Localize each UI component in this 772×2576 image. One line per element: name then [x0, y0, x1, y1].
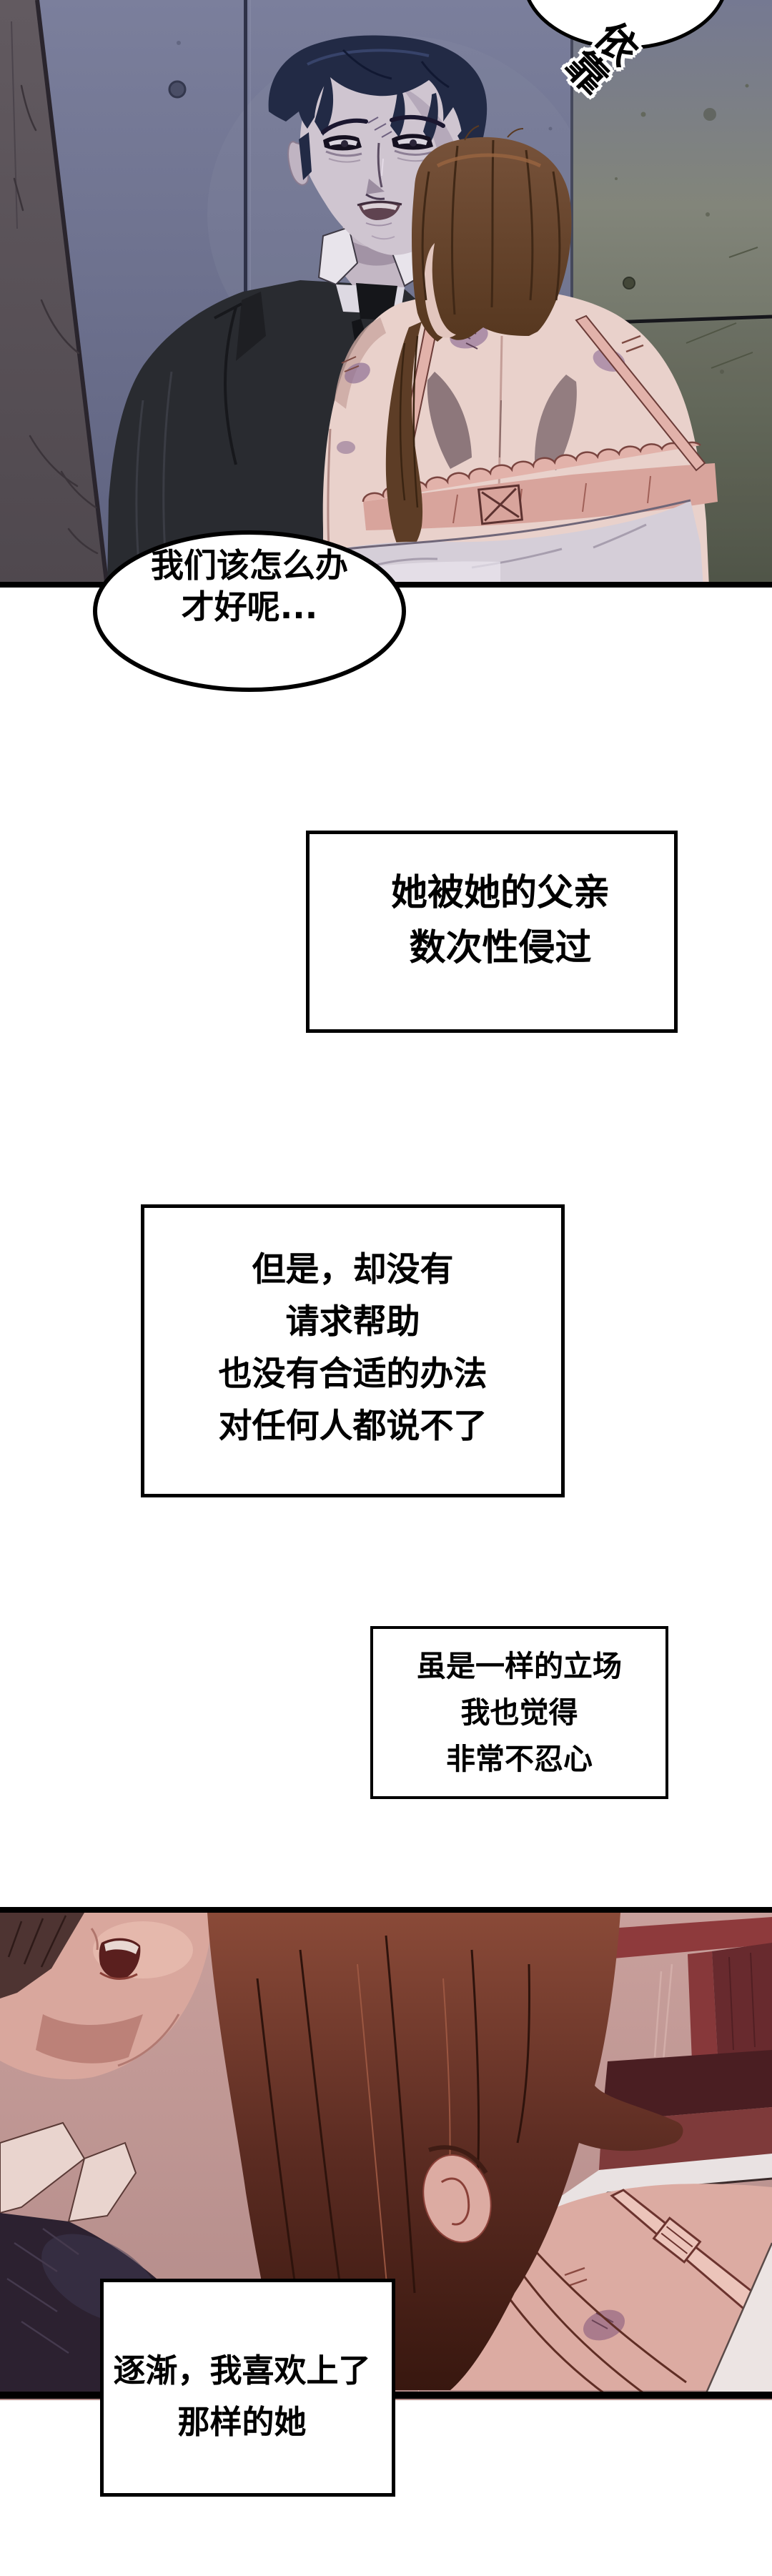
caption-line: 那样的她	[177, 2402, 307, 2441]
caption-box-1: 她被她的父亲 数次性侵过	[306, 831, 678, 1033]
caption-line: 她被她的父亲	[390, 871, 610, 914]
panel-top-artwork	[0, 0, 772, 692]
speech-line: 我们该怎么办	[151, 546, 348, 585]
caption-line: 虽是一样的立场	[417, 1648, 622, 1683]
caption-line: 对任何人都说不了	[218, 1407, 488, 1446]
caption-line: 逐渐，我喜欢上了	[113, 2351, 371, 2389]
caption-line: 数次性侵过	[409, 926, 592, 969]
speech-bubble-main: 我们该怎么办 才好呢...	[96, 545, 403, 628]
speech-line: 才好呢...	[181, 588, 318, 626]
caption-line: 也没有合适的办法	[218, 1354, 488, 1394]
caption-box-4: 逐渐，我喜欢上了 那样的她	[100, 2279, 395, 2497]
caption-box-3: 虽是一样的立场 我也觉得 非常不忍心	[370, 1626, 668, 1799]
caption-line: 非常不忍心	[446, 1741, 593, 1776]
caption-line: 请求帮助	[285, 1302, 420, 1342]
caption-line: 我也觉得	[460, 1695, 578, 1730]
caption-line: 但是，却没有	[252, 1250, 454, 1289]
caption-box-2: 但是，却没有 请求帮助 也没有合适的办法 对任何人都说不了	[141, 1204, 565, 1497]
